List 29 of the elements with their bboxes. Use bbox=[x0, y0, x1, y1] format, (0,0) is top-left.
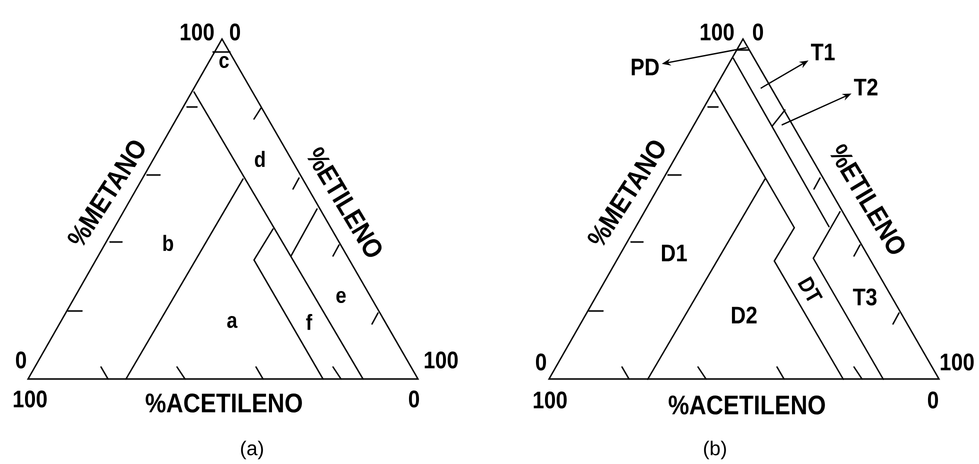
tick-label: 0 bbox=[16, 352, 26, 368]
zone-label: e bbox=[336, 290, 346, 303]
tick-label: 100 bbox=[940, 354, 974, 370]
panel-label: (a) bbox=[241, 440, 263, 460]
tick-label: 100 bbox=[534, 392, 567, 408]
zone-label: a bbox=[227, 316, 238, 328]
zone-label: D1 bbox=[662, 244, 687, 262]
zone-label: c bbox=[219, 56, 229, 68]
tick-label: 0 bbox=[408, 390, 419, 408]
zone-label: b bbox=[163, 234, 174, 252]
zone-label: PD bbox=[632, 58, 659, 76]
zone-label: T1 bbox=[810, 44, 835, 60]
tick-label: 100 bbox=[180, 24, 214, 40]
axis-title: %ACETILENO bbox=[146, 393, 302, 413]
tick-label: 0 bbox=[536, 354, 546, 370]
zone-label: D2 bbox=[732, 306, 757, 324]
zone-label: d bbox=[254, 150, 265, 168]
tick-label: 0 bbox=[230, 24, 240, 40]
zone-label: T3 bbox=[852, 288, 877, 306]
zone-label: f bbox=[306, 314, 312, 330]
tick-label: 0 bbox=[752, 24, 763, 40]
tick-label: 100 bbox=[700, 24, 734, 40]
tick-label: 100 bbox=[14, 390, 47, 408]
tick-label: 100 bbox=[424, 352, 458, 368]
zone-label: DT bbox=[798, 276, 823, 301]
zone-label: T2 bbox=[854, 78, 878, 96]
axis-title: %ACETILENO bbox=[668, 395, 825, 415]
tick-label: 0 bbox=[928, 392, 938, 408]
panel-label: (b) bbox=[704, 440, 726, 460]
